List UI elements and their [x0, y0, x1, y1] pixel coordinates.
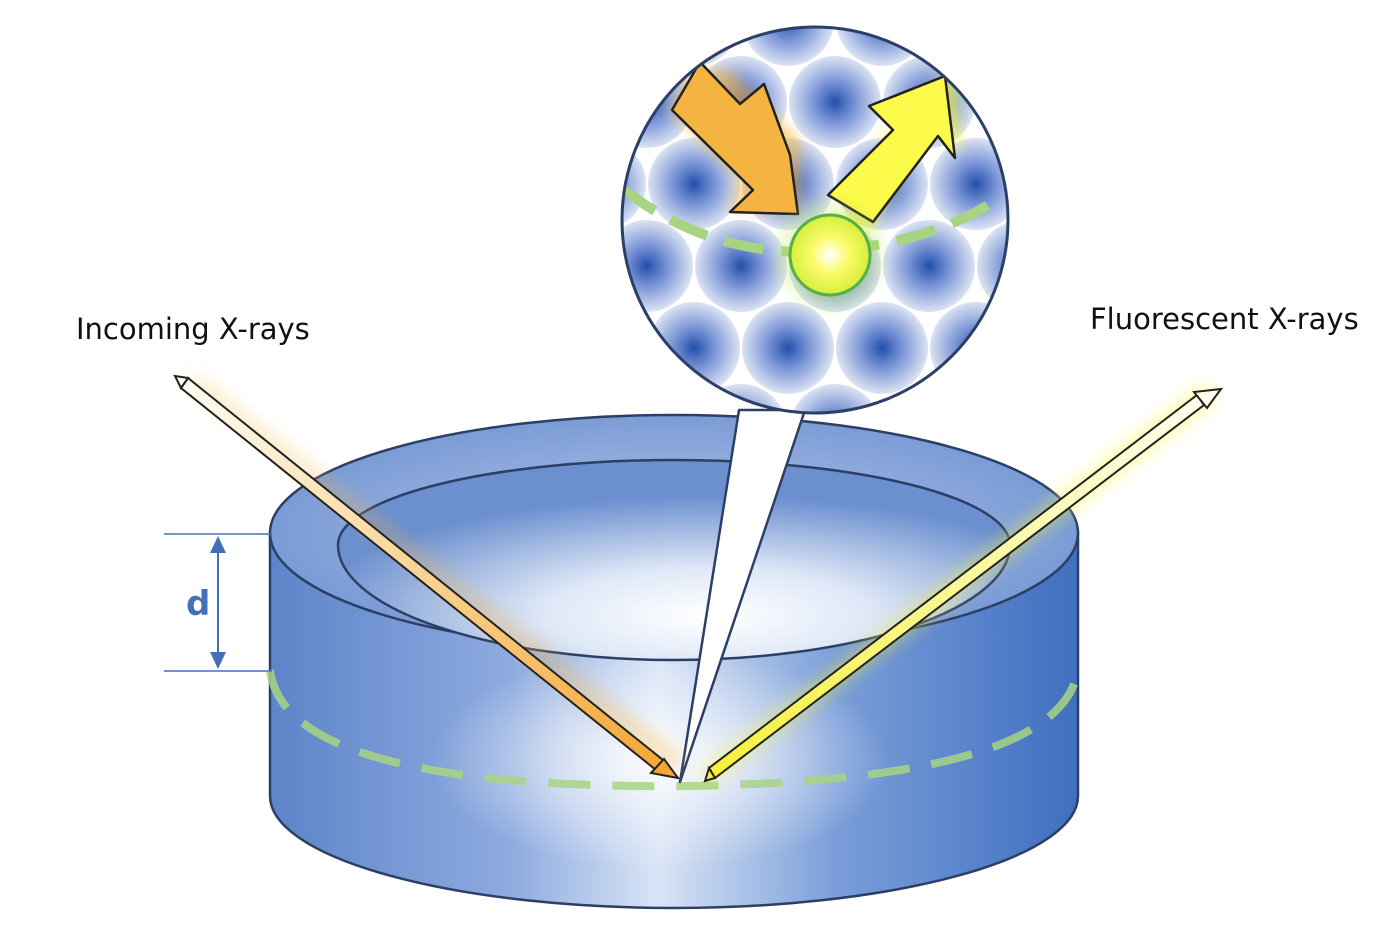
atom — [507, 56, 599, 148]
atom — [789, 56, 881, 148]
atom — [622, 27, 646, 66]
atom — [977, 56, 1008, 148]
zoom-fluorescent-arrow-icon — [826, 65, 960, 230]
zoom-incoming-arrow-icon — [670, 60, 800, 216]
atom — [648, 138, 740, 230]
atom — [1024, 138, 1116, 230]
incoming-xrays-label: Incoming X-rays — [76, 312, 310, 346]
fluorescent-arrow-icon — [700, 386, 1224, 783]
atom — [622, 138, 646, 230]
incoming-arrow-icon — [173, 373, 682, 780]
atom — [507, 220, 599, 312]
atom — [648, 302, 740, 394]
fluorescent-xrays-label: Fluorescent X-rays — [1090, 302, 1359, 336]
depth-dimension — [164, 533, 272, 672]
atom — [622, 220, 693, 312]
depth-label: d — [186, 584, 211, 624]
atom — [742, 27, 834, 66]
atom — [622, 302, 646, 394]
atom — [836, 302, 928, 394]
depth-contour-dashed — [266, 669, 1082, 791]
atom — [742, 302, 834, 394]
atom — [460, 138, 552, 230]
atom — [460, 0, 552, 66]
atom — [930, 302, 1008, 394]
atom — [930, 27, 1008, 66]
atom — [1024, 0, 1116, 66]
atom — [1071, 220, 1163, 312]
atom — [460, 302, 552, 394]
excited-atom-icon — [788, 213, 872, 297]
atom — [1071, 56, 1163, 148]
atom — [695, 220, 787, 312]
zoom-pointer — [678, 408, 807, 784]
